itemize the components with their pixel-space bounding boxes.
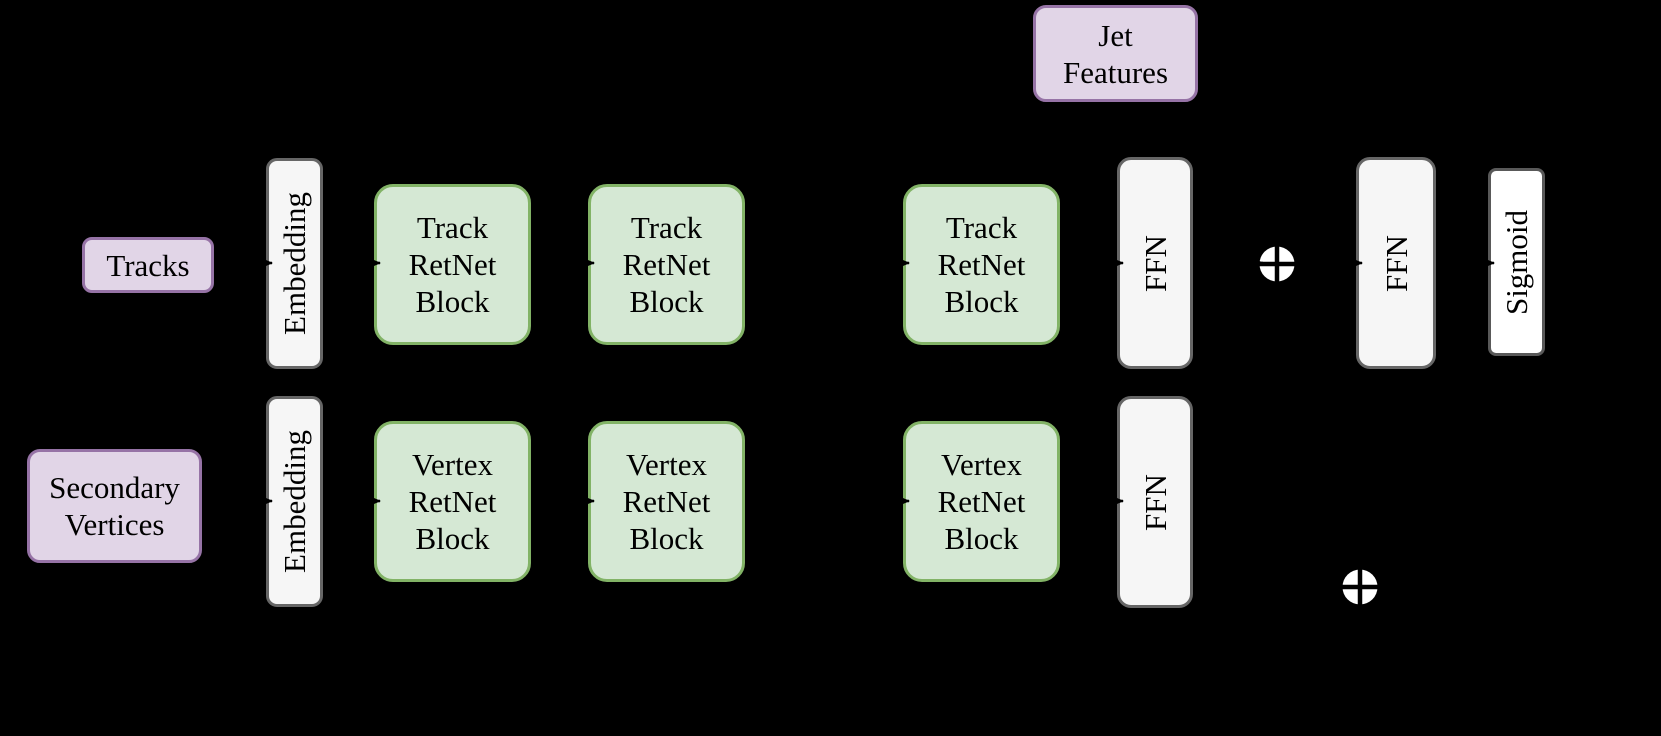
track-retnet-block-n-node: Track RetNet Block (903, 184, 1060, 345)
track-retnet-block-2-label: Track RetNet Block (622, 210, 711, 319)
embedding-tracks-node: Embedding (266, 158, 323, 369)
ffn-combined-label: FFN (1378, 234, 1414, 292)
tracks-label: Tracks (106, 247, 190, 283)
vertex-retnet-block-1-node: Vertex RetNet Block (374, 421, 531, 582)
concat-sum-top (1259, 246, 1295, 282)
jet-features-input-node: Jet Features (1033, 5, 1198, 102)
vertex-retnet-block-1-label: Vertex RetNet Block (408, 447, 497, 556)
sigmoid-node: Sigmoid (1488, 168, 1545, 356)
vertex-retnet-block-2-label: Vertex RetNet Block (622, 447, 711, 556)
secondary-vertices-input-node: Secondary Vertices (27, 449, 202, 563)
ffn-tracks-node: FFN (1117, 157, 1193, 369)
jet-features-label: Jet Features (1062, 17, 1169, 90)
secondary-vertices-label: Secondary Vertices (49, 470, 180, 542)
track-retnet-block-1-node: Track RetNet Block (374, 184, 531, 345)
circled-plus-icon (1259, 246, 1295, 282)
vertex-retnet-block-n-label: Vertex RetNet Block (937, 447, 1026, 556)
embedding-tracks-label: Embedding (277, 192, 313, 335)
track-retnet-block-n-label: Track RetNet Block (937, 210, 1026, 319)
vertex-retnet-block-2-node: Vertex RetNet Block (588, 421, 745, 582)
circled-plus-icon (1342, 569, 1378, 605)
ffn-tracks-label: FFN (1137, 234, 1173, 292)
track-retnet-block-2-node: Track RetNet Block (588, 184, 745, 345)
track-retnet-block-1-label: Track RetNet Block (408, 210, 497, 319)
embedding-vertices-node: Embedding (266, 396, 323, 607)
sigmoid-label: Sigmoid (1499, 209, 1534, 315)
vertex-retnet-block-n-node: Vertex RetNet Block (903, 421, 1060, 582)
embedding-vertices-label: Embedding (277, 430, 313, 573)
ffn-vertices-label: FFN (1137, 473, 1173, 531)
ffn-combined-node: FFN (1356, 157, 1436, 369)
tracks-input-node: Tracks (82, 237, 214, 293)
concat-sum-bottom (1342, 569, 1378, 605)
ffn-vertices-node: FFN (1117, 396, 1193, 608)
